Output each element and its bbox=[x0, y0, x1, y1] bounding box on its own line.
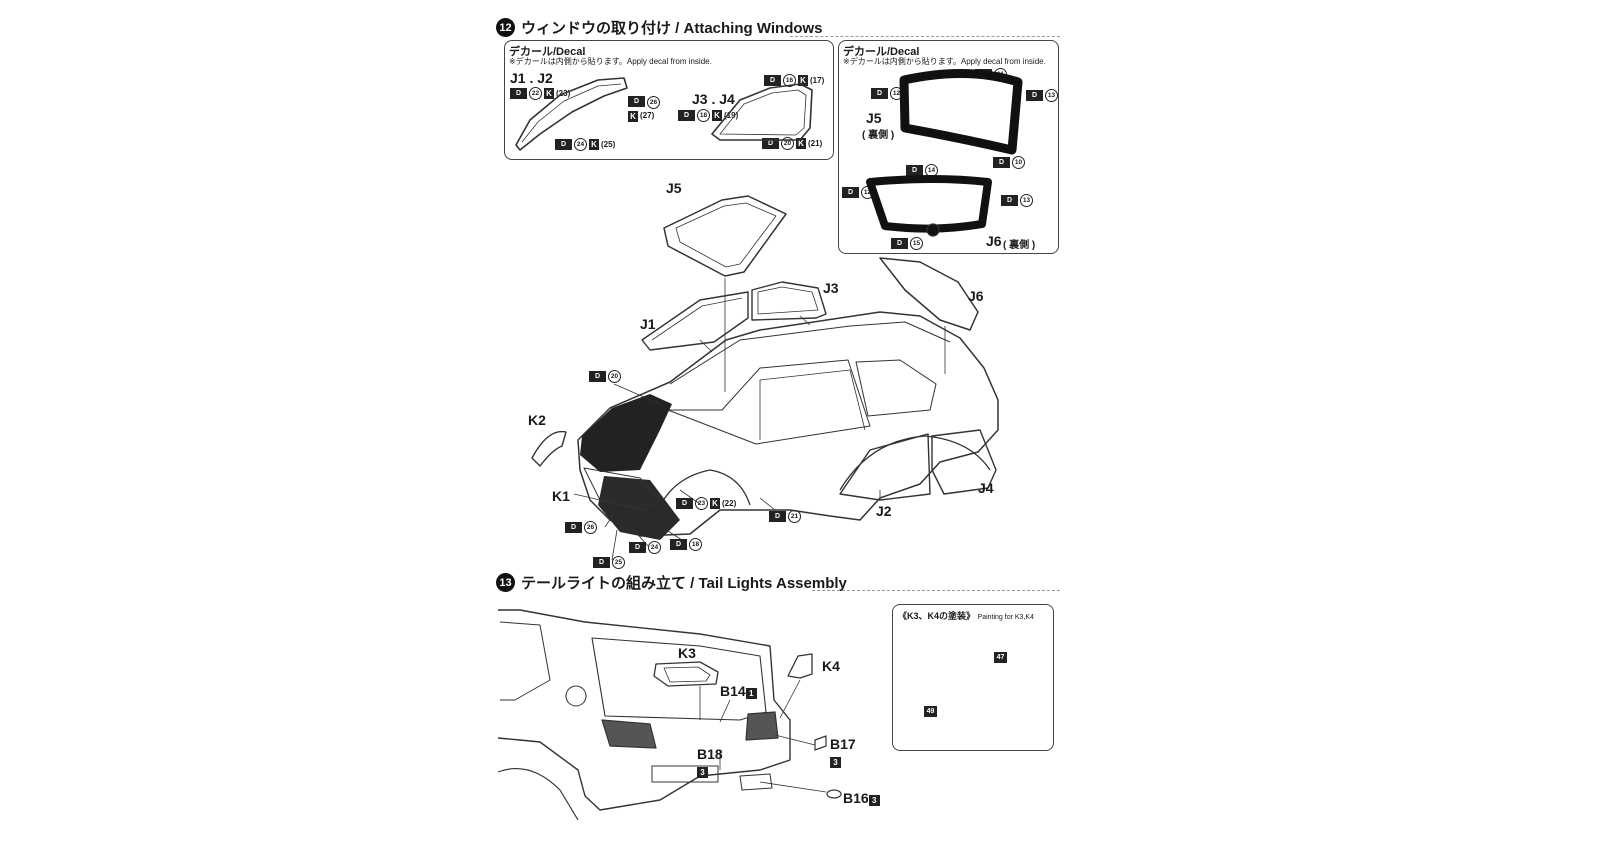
paint-box-title: 《K3、K4の塗装》 Painting for K3,K4 bbox=[898, 611, 1034, 621]
tail-light-right bbox=[745, 711, 779, 741]
label-j4: J4 bbox=[978, 480, 994, 496]
part-b16 bbox=[826, 789, 842, 799]
part-j5-windshield bbox=[663, 195, 787, 277]
label-j1: J1 bbox=[640, 316, 656, 332]
decal-box-left-note: ※デカールは内側から貼ります。Apply decal from inside. bbox=[509, 57, 712, 66]
tail-light-left bbox=[601, 719, 657, 749]
label-k4: K4 bbox=[822, 658, 840, 674]
label-j6: J6 bbox=[968, 288, 984, 304]
decal-box-right-note: ※デカールは内側から貼ります。Apply decal from inside. bbox=[843, 57, 1046, 66]
decal-box-left-title: デカール/Decal bbox=[509, 46, 586, 58]
decal-box-right-title: デカール/Decal bbox=[843, 46, 920, 58]
label-k3: K3 bbox=[678, 645, 696, 661]
label-j5-back: ( 裏側 ) bbox=[862, 130, 895, 141]
label-j3-j4: J3 . J4 bbox=[692, 91, 735, 107]
step-13-divider bbox=[812, 590, 1060, 591]
step-12-header: 12 ウィンドウの取り付け / Attaching Windows bbox=[496, 17, 823, 38]
step-13-title: テールライトの組み立て / Tail Lights Assembly bbox=[521, 575, 847, 592]
step-13-number: 13 bbox=[496, 573, 515, 592]
label-k2: K2 bbox=[528, 412, 546, 428]
paint-color-b: 49 bbox=[924, 706, 937, 717]
label-j6-decal: J6 bbox=[986, 233, 1002, 249]
rear-car-body bbox=[497, 609, 791, 811]
step-12-title: ウィンドウの取り付け / Attaching Windows bbox=[521, 20, 823, 37]
label-j5-decal: J5 bbox=[866, 110, 882, 126]
label-j6-back: ( 裏側 ) bbox=[1003, 240, 1036, 251]
part-j1-window bbox=[641, 291, 749, 351]
part-j6-rear-window bbox=[879, 257, 979, 331]
label-k1: K1 bbox=[552, 488, 570, 504]
part-k2-mirror bbox=[531, 430, 567, 467]
step-13-header: 13 テールライトの組み立て / Tail Lights Assembly bbox=[496, 572, 847, 593]
part-b17 bbox=[814, 735, 827, 751]
window-j1-outline bbox=[515, 77, 628, 151]
part-k3-lens bbox=[653, 661, 719, 687]
label-j3: J3 bbox=[823, 280, 839, 296]
part-j4-window bbox=[931, 429, 997, 495]
window-j3-outline bbox=[711, 83, 813, 141]
label-j2: J2 bbox=[876, 503, 892, 519]
label-j1-j2: J1 . J2 bbox=[510, 70, 553, 86]
part-j3-window bbox=[751, 281, 827, 321]
paint-box-k3-k4 bbox=[892, 604, 1054, 751]
step-12-number: 12 bbox=[496, 18, 515, 37]
window-j6-decal-outline bbox=[866, 175, 992, 233]
part-k4-lens bbox=[787, 653, 813, 679]
paint-color-a: 47 bbox=[994, 652, 1007, 663]
hood-decal-area bbox=[580, 394, 672, 472]
label-j5: J5 bbox=[666, 180, 682, 196]
part-j2-window bbox=[839, 433, 931, 501]
step-12-divider bbox=[790, 36, 1060, 37]
